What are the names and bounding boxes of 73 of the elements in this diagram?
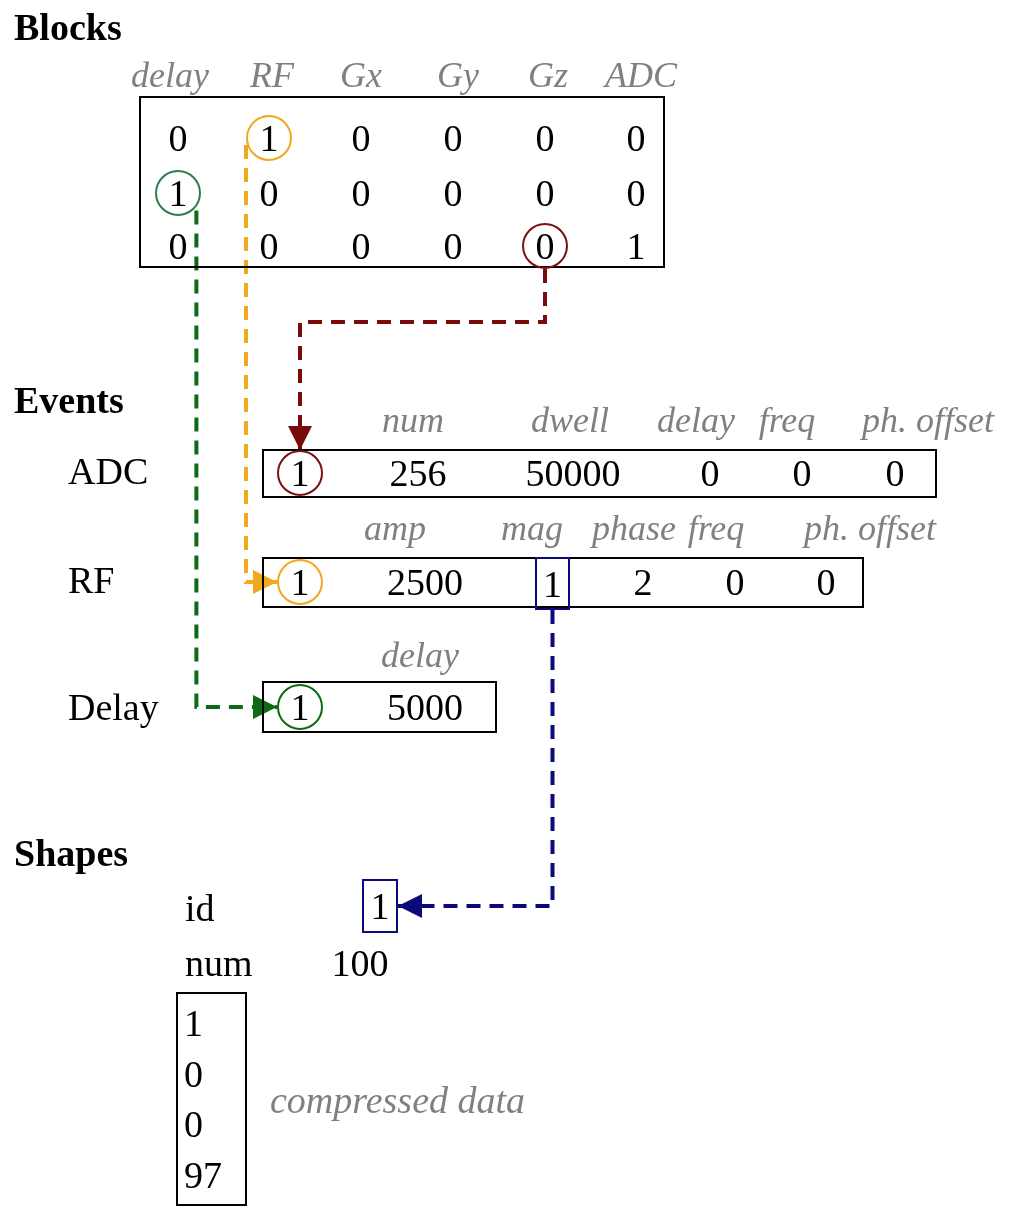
data-column	[176, 992, 247, 1206]
row-label: RF	[68, 561, 115, 599]
circled-value: 1	[277, 450, 323, 496]
column-header: freq	[687, 510, 745, 546]
table-value: 0	[351, 119, 371, 157]
table-value: 2	[633, 563, 653, 601]
data-value: 0	[184, 1054, 203, 1093]
table-value: 0	[259, 174, 279, 212]
column-header: ph. offset	[862, 402, 994, 438]
section-heading: Events	[14, 381, 124, 419]
table-value: 0	[626, 119, 646, 157]
table-value: 0	[885, 454, 905, 492]
table-value: 0	[351, 174, 371, 212]
table-value: 0	[535, 174, 555, 212]
table-value: 0	[626, 174, 646, 212]
circled-value: 0	[522, 223, 568, 269]
circled-value: 1	[277, 559, 323, 605]
column-header: mag	[501, 510, 563, 546]
column-header: Gz	[528, 57, 568, 93]
boxed-value: 1	[362, 879, 398, 933]
circled-value: 1	[277, 684, 323, 730]
column-header: ph. offset	[804, 510, 936, 546]
column-header: dwell	[531, 402, 609, 438]
row-label: id	[185, 889, 215, 927]
column-header: RF	[250, 57, 294, 93]
table-value: 0	[816, 563, 836, 601]
column-header: ADC	[605, 57, 677, 93]
table-value: 100	[331, 944, 389, 982]
table-value: 0	[351, 227, 371, 265]
table-value: 0	[535, 119, 555, 157]
dashed-arrow	[288, 269, 547, 450]
column-header: num	[382, 402, 444, 438]
column-header: delay	[657, 402, 735, 438]
column-header: delay	[131, 57, 209, 93]
section-heading: Blocks	[14, 8, 122, 46]
dashed-arrow	[194, 210, 277, 719]
table-value: 0	[259, 227, 279, 265]
table-row-frame	[262, 557, 864, 608]
data-value: 97	[184, 1155, 222, 1194]
data-value: 0	[184, 1105, 203, 1144]
column-header: freq	[758, 402, 816, 438]
table-value: 256	[389, 454, 447, 492]
dashed-arrow	[244, 144, 277, 594]
table-value: 5000	[387, 688, 463, 726]
table-value: 2500	[387, 563, 463, 601]
table-frame	[139, 96, 665, 268]
table-value: 0	[725, 563, 745, 601]
data-value: 1	[184, 1004, 203, 1043]
caption-text: compressed data	[270, 1081, 526, 1119]
dashed-arrow	[398, 610, 555, 918]
table-value: 0	[443, 227, 463, 265]
table-value: 0	[443, 174, 463, 212]
column-header: amp	[364, 510, 426, 546]
section-heading: Shapes	[14, 834, 129, 872]
column-header: Gx	[340, 57, 382, 93]
circled-value: 1	[246, 115, 292, 161]
table-value: 50000	[525, 454, 621, 492]
row-label: num	[185, 944, 253, 982]
column-header: Gy	[437, 57, 479, 93]
table-value: 0	[700, 454, 720, 492]
table-value: 1	[626, 227, 646, 265]
column-header: phase	[592, 510, 676, 546]
table-row-frame	[262, 449, 937, 498]
table-value: 0	[168, 227, 188, 265]
table-value: 0	[792, 454, 812, 492]
row-label: Delay	[68, 688, 159, 726]
circled-value: 1	[155, 170, 201, 216]
table-value: 0	[443, 119, 463, 157]
column-header: delay	[381, 637, 459, 673]
boxed-value: 1	[535, 557, 570, 610]
table-value: 0	[168, 119, 188, 157]
row-label: ADC	[68, 452, 149, 490]
table-row-frame	[262, 681, 497, 733]
